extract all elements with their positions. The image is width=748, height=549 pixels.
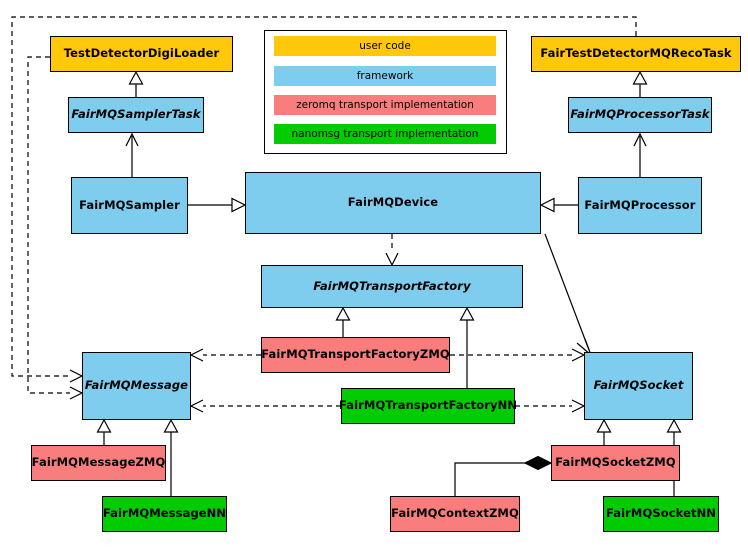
legend-item-nanomsg: nanomsg transport implementation (274, 124, 496, 144)
node-fair-mq-socket[interactable]: FairMQSocket (584, 352, 693, 420)
node-label: FairMQDevice (347, 195, 439, 210)
legend-item-label: nanomsg transport implementation (291, 128, 479, 140)
node-test-detector-digi-loader[interactable]: TestDetectorDigiLoader (50, 36, 233, 72)
edge-factoryzmq-creates-socket (450, 348, 586, 362)
node-fair-mq-transport-factory[interactable]: FairMQTransportFactory (261, 265, 523, 308)
node-label: FairMQSamplerTask (71, 107, 201, 122)
node-fair-test-detector-mq-reco-task[interactable]: FairTestDetectorMQRecoTask (531, 36, 741, 72)
legend-item-label: framework (356, 70, 414, 82)
edge-factoryzmq-creates-message (189, 348, 261, 362)
node-fair-mq-processor-task[interactable]: FairMQProcessorTask (568, 97, 712, 133)
node-label: FairMQMessageZMQ (31, 455, 166, 470)
node-fair-mq-sampler[interactable]: FairMQSampler (71, 177, 188, 234)
node-fair-mq-transport-factory-nn[interactable]: FairMQTransportFactoryNN (338, 388, 518, 424)
node-fair-mq-message[interactable]: FairMQMessage (82, 352, 191, 420)
node-label: FairTestDetectorMQRecoTask (540, 46, 732, 61)
edge-sampler-uses-samplertask (125, 132, 139, 177)
edge-processor-inherits-device (539, 197, 578, 213)
node-label: FairMQSocketNN (605, 506, 717, 521)
edge-messagezmq-inherits-message (96, 418, 112, 445)
legend-item-label: user code (359, 40, 411, 52)
edge-device-uses-socket (544, 233, 592, 356)
edge-factoryzmq-inherits-factory (335, 306, 351, 337)
edge-factorynn-creates-message (189, 399, 341, 413)
node-fair-mq-message-zmq[interactable]: FairMQMessageZMQ (31, 445, 166, 481)
node-fair-mq-socket-nn[interactable]: FairMQSocketNN (603, 496, 719, 532)
node-label: FairMQMessageNN (102, 506, 227, 521)
node-fair-mq-context-zmq[interactable]: FairMQContextZMQ (390, 496, 520, 532)
legend-item-zeromq: zeromq transport implementation (274, 95, 496, 115)
edge-sampler-inherits-device (188, 197, 247, 213)
node-label: FairMQSocketZMQ (555, 455, 676, 470)
edge-socketzmq-inherits-socket (596, 418, 612, 445)
node-label: FairMQTransportFactoryZMQ (261, 347, 450, 362)
edge-factorynn-creates-socket (515, 399, 586, 413)
node-fair-mq-socket-zmq[interactable]: FairMQSocketZMQ (551, 445, 680, 481)
node-label: FairMQProcessorTask (570, 107, 710, 122)
node-label: FairMQProcessor (584, 197, 696, 212)
node-label: FairMQSampler (79, 197, 180, 212)
node-label: FairMQSocket (593, 378, 684, 393)
node-fair-mq-transport-factory-zmq[interactable]: FairMQTransportFactoryZMQ (261, 337, 450, 373)
legend-item-label: zeromq transport implementation (296, 99, 474, 111)
node-fair-mq-sampler-task[interactable]: FairMQSamplerTask (68, 97, 204, 133)
edge-device-depends-transportfactory (385, 234, 399, 267)
node-label: FairMQContextZMQ (391, 506, 519, 521)
edge-processor-uses-processortask (633, 132, 647, 177)
edge-socketzmq-composes-contextzmq (454, 455, 553, 496)
node-label: FairMQMessage (84, 378, 189, 393)
edge-digiloader-inherits-samplertask (128, 70, 144, 97)
node-label: FairMQTransportFactoryNN (338, 398, 518, 413)
legend-item-framework: framework (274, 66, 496, 86)
node-fair-mq-message-nn[interactable]: FairMQMessageNN (102, 496, 227, 532)
legend-item-user-code: user code (274, 36, 496, 56)
node-fair-mq-processor[interactable]: FairMQProcessor (578, 177, 702, 234)
node-label: FairMQTransportFactory (313, 278, 471, 293)
node-fair-mq-device[interactable]: FairMQDevice (245, 172, 541, 234)
node-label: TestDetectorDigiLoader (63, 46, 220, 61)
edge-factorynn-inherits-factory (459, 306, 475, 388)
edge-recotask-inherits-processortask (632, 70, 648, 97)
edge-messagenn-inherits-message (163, 418, 179, 496)
